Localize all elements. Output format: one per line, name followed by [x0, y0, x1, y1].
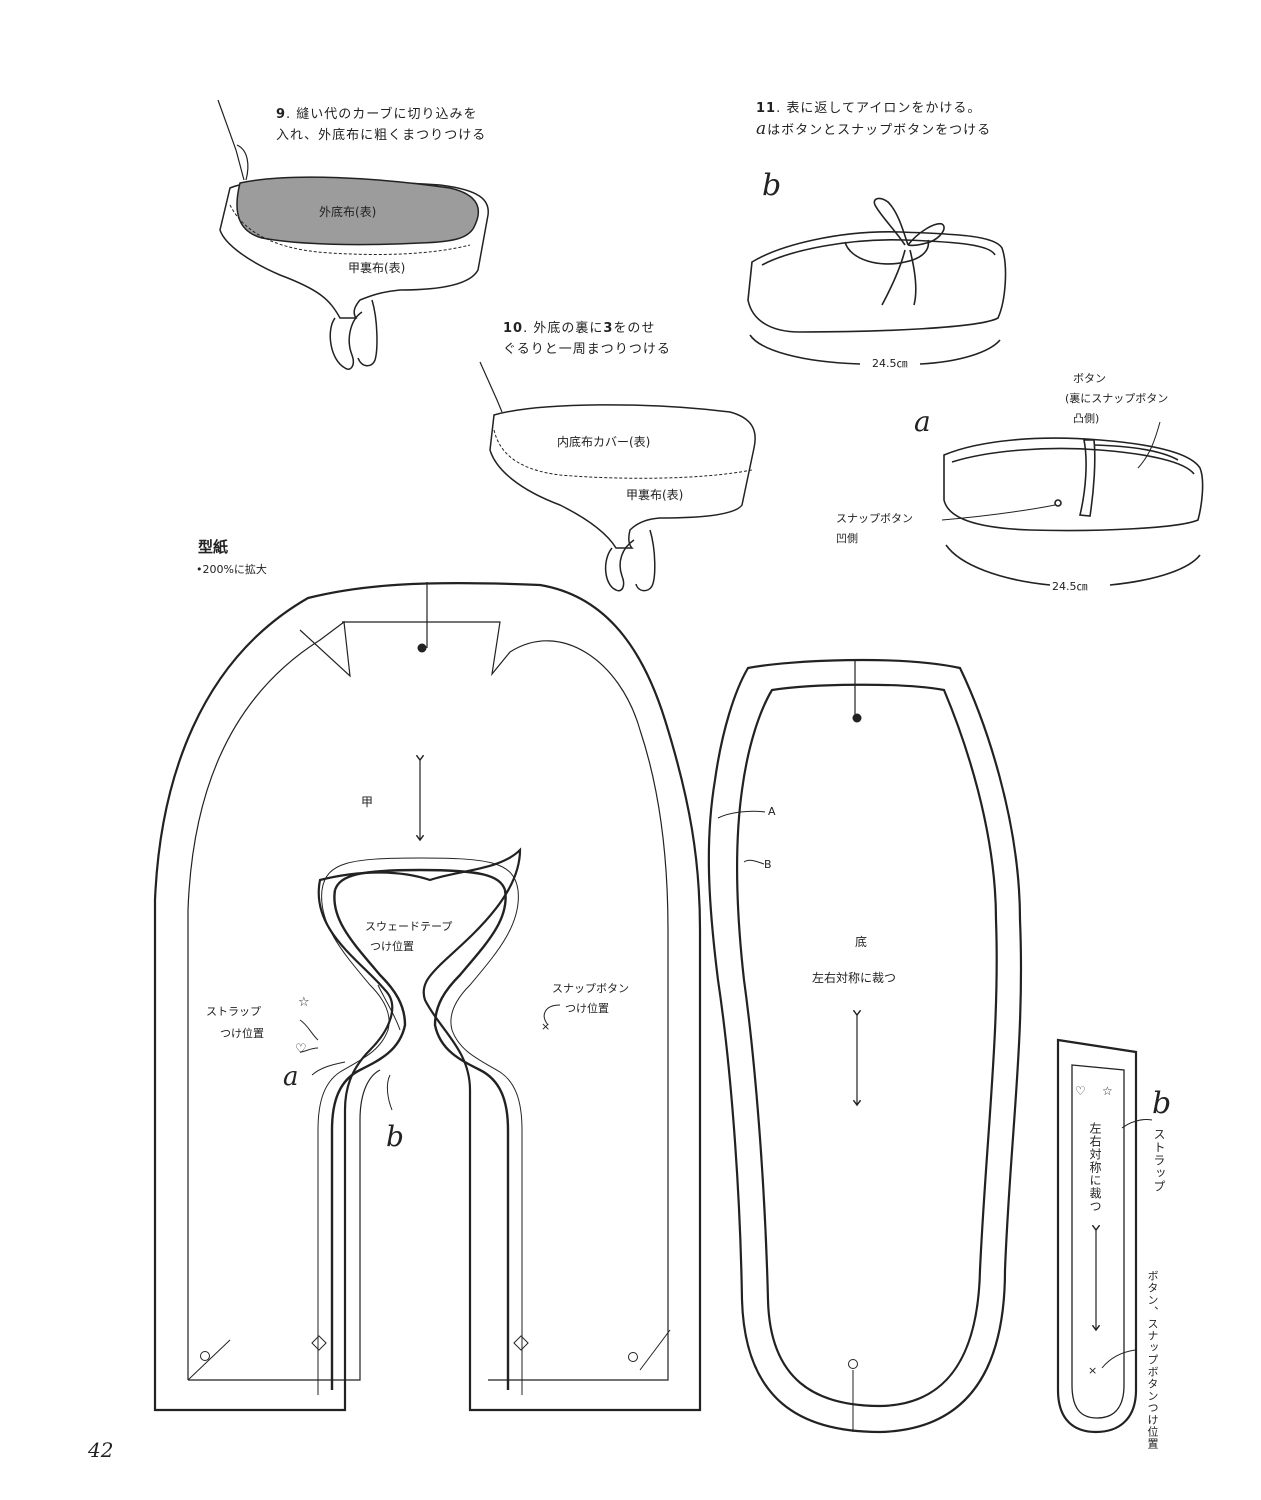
upper-pattern-piece: ☆ ♡ × — [153, 581, 702, 1412]
svg-text:☆: ☆ — [1102, 1084, 1113, 1098]
pattern-scale-note: •200%に拡大 — [196, 563, 267, 576]
sole-cut-note: 左右対称に裁つ — [812, 971, 897, 985]
step9-illustration — [217, 99, 489, 370]
shoe-b-length: 24.5㎝ — [872, 357, 908, 370]
inner-sole-cover-label: 内底布カバー(表) — [557, 435, 651, 449]
svg-text:×: × — [541, 1020, 550, 1033]
upper-letter-b: b — [386, 1120, 404, 1153]
snap-note-1: スナップボタン — [836, 512, 913, 525]
button-note-3: 凸側) — [1073, 412, 1100, 425]
shoe-a-length: 24.5㎝ — [1052, 580, 1088, 593]
svg-text:♡: ♡ — [295, 1042, 307, 1057]
snap-position-label-1: スナップボタン — [552, 982, 629, 995]
page-number: 42 — [88, 1438, 114, 1462]
step9-number: 9 — [276, 107, 287, 122]
step9-line2: 入れ、外底布に粗くまつりつける — [276, 128, 487, 143]
upper-lining-label-2: 甲裏布(表) — [626, 488, 684, 502]
upper-lining-label-1: 甲裏布(表) — [348, 261, 406, 275]
step9-text: 9. 縫い代のカーブに切り込みを 入れ、外底布に粗くまつりつける — [276, 104, 486, 146]
step11-line2: はボタンとスナップボタンをつける — [767, 123, 992, 138]
step10-line1a: . 外底の裏に — [523, 321, 604, 336]
step10-ref-number: 3 — [603, 321, 614, 336]
strap-cut-note: 左右対称に裁つ — [1088, 1122, 1102, 1213]
sole-line-a: A — [768, 805, 776, 818]
strap-position-label-2: つけ位置 — [220, 1027, 264, 1040]
strap-button-position-note: ボタン、スナップボタンつけ位置 — [1146, 1270, 1159, 1450]
step10-number: 10 — [503, 321, 524, 336]
strap-pattern-piece: ♡ ☆ × — [1056, 1038, 1153, 1434]
step10-illustration — [479, 361, 756, 592]
outer-sole-label: 外底布(表) — [319, 205, 377, 219]
sole-line-b: B — [764, 858, 772, 871]
shoe-b-letter: b — [762, 168, 782, 203]
strap-position-label-1: ストラップ — [206, 1005, 261, 1018]
svg-text:☆: ☆ — [298, 995, 310, 1010]
shoe-a-letter: a — [914, 405, 931, 438]
shoe-b-illustration — [747, 197, 1007, 365]
step11-line1: . 表に返してアイロンをかける。 — [776, 101, 982, 116]
strap-piece-name: ストラップ — [1152, 1128, 1166, 1193]
sole-piece-name: 底 — [855, 935, 868, 949]
snap-position-label-2: つけ位置 — [565, 1002, 609, 1015]
pattern-title: 型紙 — [198, 538, 229, 556]
svg-text:×: × — [1088, 1364, 1097, 1377]
svg-text:♡: ♡ — [1075, 1084, 1086, 1098]
step9-line1: . 縫い代のカーブに切り込みを — [286, 107, 478, 122]
button-note-2: (裏にスナップボタン — [1065, 392, 1169, 405]
step11-letter-a: a — [756, 119, 768, 139]
suede-tape-label-1: スウェードテープ — [365, 920, 453, 933]
upper-piece-name: 甲 — [361, 795, 374, 809]
shoe-a-illustration — [941, 421, 1204, 586]
step10-text: 10. 外底の裏に3をのせ ぐるりと一周まつりつける — [503, 318, 671, 360]
sole-pattern-piece — [707, 658, 1023, 1434]
step11-number: 11 — [756, 101, 777, 116]
step10-line1b: をのせ — [613, 321, 656, 336]
step10-line2: ぐるりと一周まつりつける — [503, 342, 671, 357]
button-note-1: ボタン — [1073, 372, 1106, 385]
snap-note-2: 凹側 — [836, 532, 858, 545]
suede-tape-label-2: つけ位置 — [370, 940, 414, 953]
step11-text: 11. 表に返してアイロンをかける。 aはボタンとスナップボタンをつける — [756, 98, 991, 141]
upper-letter-a: a — [283, 1062, 299, 1092]
strap-letter-b: b — [1152, 1086, 1172, 1121]
